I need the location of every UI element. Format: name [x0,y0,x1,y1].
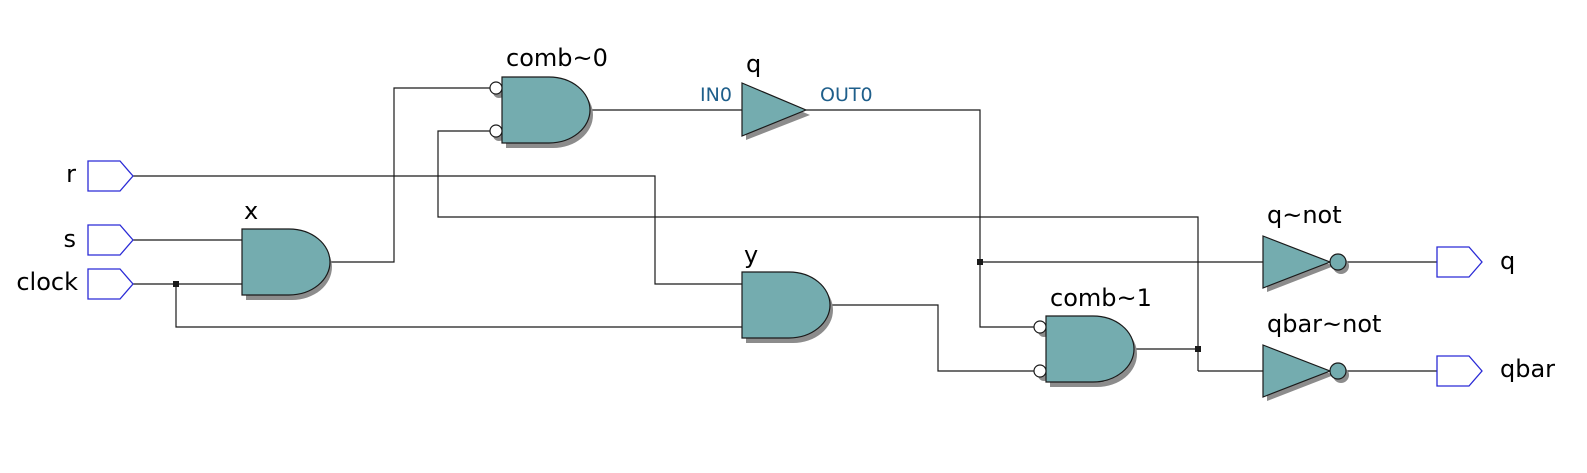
junction-clock [173,281,179,287]
output-pin-q[interactable]: q [1436,246,1515,278]
wires [133,87,1437,372]
output-label-q: q [1500,247,1515,275]
input-pin-s[interactable]: s [63,224,134,256]
gate-y[interactable]: y [741,241,833,343]
wire-y-to-comb1 [830,304,1035,372]
not-gate-qnot[interactable]: q~not [1262,201,1349,292]
pin-icon [87,160,134,192]
gate-label-qbarnot: qbar~not [1267,310,1381,338]
buffer-icon [741,82,808,137]
gate-label-qnot: q~not [1267,201,1342,229]
gate-comb1[interactable]: comb~1 [1033,284,1152,387]
port-label-in0: IN0 [700,84,732,106]
gate-x[interactable]: x [241,197,332,300]
not-gate-icon [1262,235,1332,289]
wire-qbuf-out [806,109,1035,328]
not-gate-qbarnot[interactable]: qbar~not [1262,310,1381,401]
inverter-bubble-icon [1329,362,1347,380]
input-label-s: s [63,225,76,253]
pin-icon [87,224,134,256]
input-label-clock: clock [16,268,78,296]
junction-q [977,259,983,265]
input-pin-r[interactable]: r [66,160,134,192]
wire-clock-to-y [175,284,742,328]
output-pin-qbar[interactable]: qbar [1436,355,1555,387]
wire-x-to-comb0 [330,87,490,263]
not-gate-icon [1262,344,1332,398]
buffer-label-q: q [746,50,761,78]
input-label-r: r [66,160,76,188]
gate-label-comb0: comb~0 [506,44,608,72]
and-gate-icon [1045,315,1135,383]
and-gate-icon [241,228,331,296]
pin-icon [87,268,134,300]
pin-icon [1436,246,1483,278]
output-label-qbar: qbar [1500,355,1555,383]
and-gate-icon [741,271,831,339]
and-gate-icon [501,76,591,144]
junctions [173,259,1201,352]
inverter-bubble-icon [1329,253,1347,271]
junction-qbar [1195,346,1201,352]
port-label-out0: OUT0 [820,84,873,106]
gate-comb0[interactable]: comb~0 [489,44,608,148]
input-pin-clock[interactable]: clock [16,268,134,300]
gate-label-comb1: comb~1 [1050,284,1152,312]
pin-icon [1436,355,1483,387]
wire-feedback-qbar-to-comb0 [437,130,1199,371]
gate-label-x: x [244,197,258,225]
inverter-bubble-icon [1033,364,1047,378]
inverter-bubble-icon [489,81,503,95]
inverter-bubble-icon [489,124,503,138]
inverter-bubble-icon [1033,320,1047,334]
buffer-q[interactable]: q IN0 OUT0 [700,50,873,140]
gate-label-y: y [744,241,758,269]
